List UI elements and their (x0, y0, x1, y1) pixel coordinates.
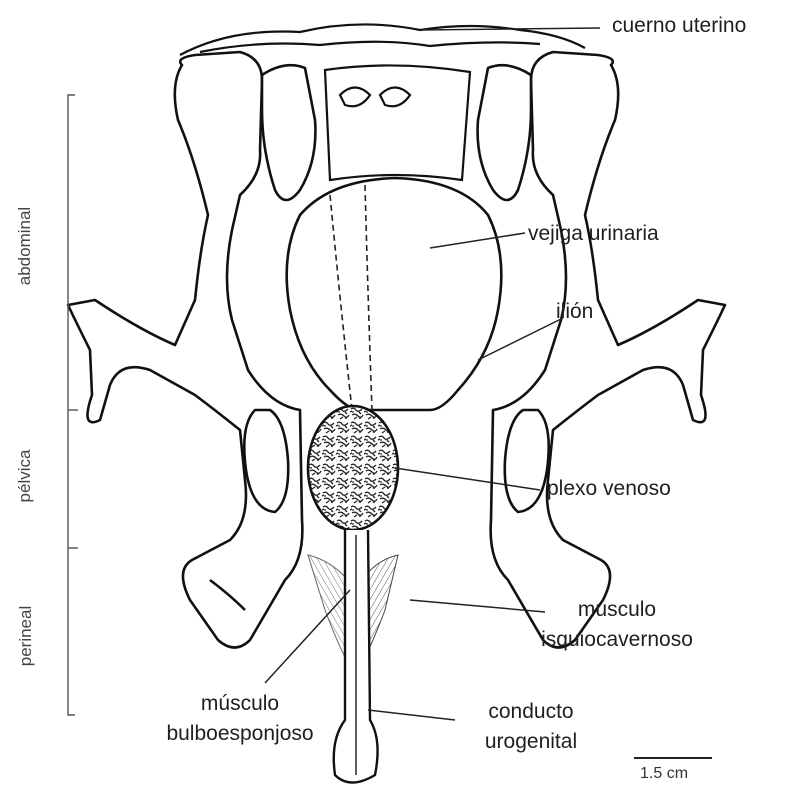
right-pelvis (478, 52, 725, 648)
label-conducto-urogenital: conducto urogenital (458, 700, 604, 754)
label-musculo-isquiocavernoso-line1: músculo (516, 598, 718, 622)
region-abdominal: abdominal (15, 201, 35, 291)
label-musculo-isquiocavernoso-line2: isquiocavernoso (516, 628, 718, 652)
region-bracket (68, 95, 78, 715)
label-musculo-isquiocavernoso: músculo isquiocavernoso (516, 598, 718, 652)
region-pelvica: pélvica (15, 441, 35, 511)
venous-plexus (308, 406, 398, 530)
label-plexo-venoso: plexo venoso (547, 477, 671, 501)
label-musculo-bulboesponjoso-line1: músculo (140, 692, 340, 716)
sacrum (325, 65, 470, 180)
urogenital-canal (334, 530, 378, 783)
label-conducto-urogenital-line2: urogenital (458, 730, 604, 754)
scale-label: 1.5 cm (640, 765, 688, 783)
label-conducto-urogenital-line1: conducto (458, 700, 604, 724)
label-cuerno-uterino: cuerno uterino (612, 14, 746, 38)
label-ilion: ilión (556, 300, 593, 324)
region-perineal: perineal (16, 596, 36, 676)
label-vejiga-urinaria: vejiga urinaria (528, 222, 659, 246)
left-pelvis (68, 52, 315, 648)
urinary-bladder (287, 178, 502, 410)
label-musculo-bulboesponjoso-line2: bulboesponjoso (140, 722, 340, 746)
label-musculo-bulboesponjoso: músculo bulboesponjoso (140, 692, 340, 746)
